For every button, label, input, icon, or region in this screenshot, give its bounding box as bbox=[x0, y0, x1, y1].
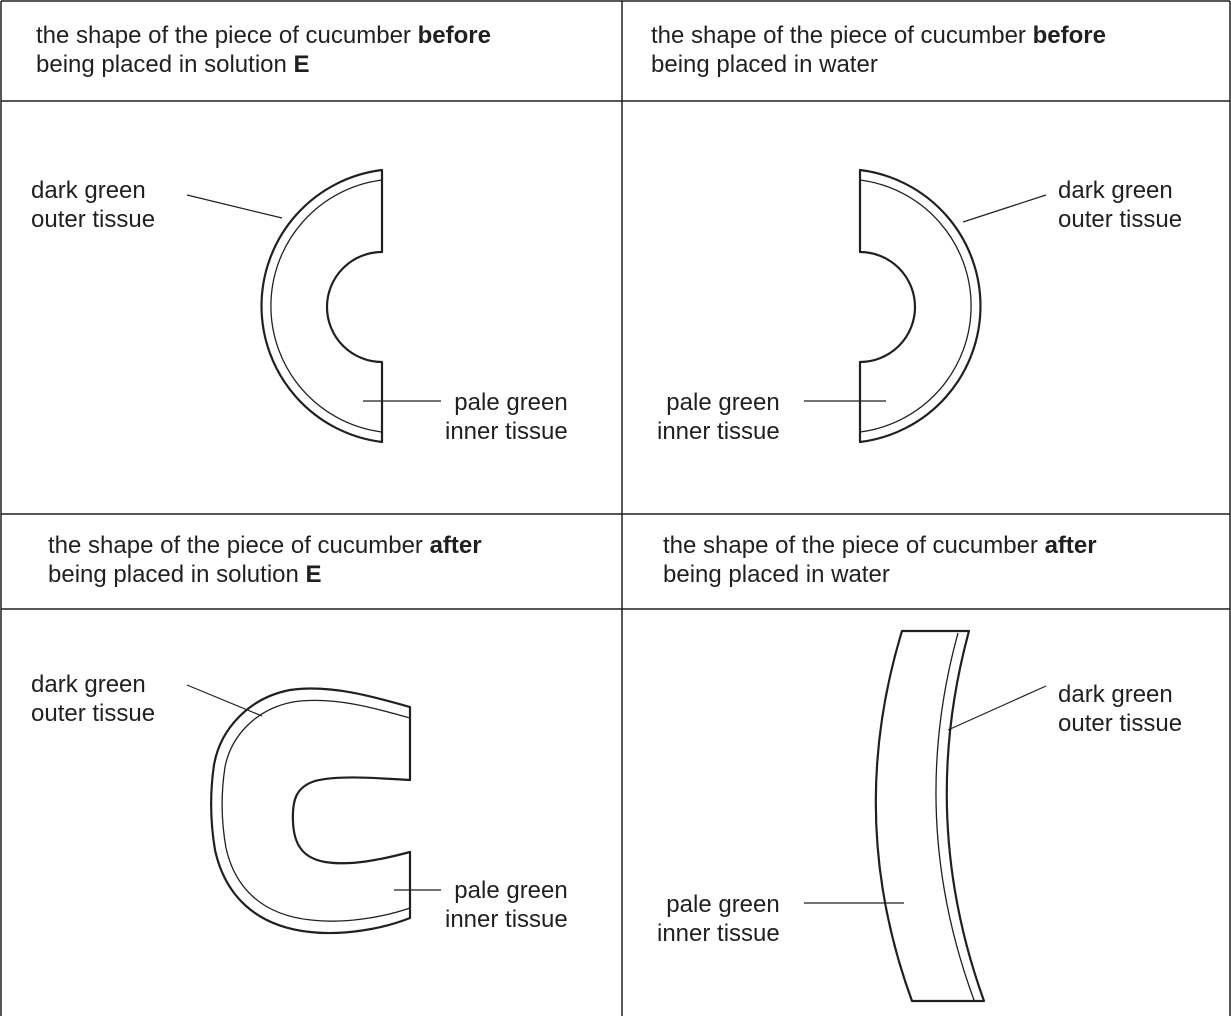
inner-tissue-label: pale green inner tissue bbox=[657, 890, 780, 948]
inner-tissue-label: pale green inner tissue bbox=[445, 876, 568, 934]
cucumber-after-solution-e bbox=[0, 0, 622, 1016]
outer-tissue-label: dark green outer tissue bbox=[31, 670, 155, 728]
outer-tissue-label: dark green outer tissue bbox=[1058, 680, 1182, 738]
cucumber-after-water bbox=[622, 0, 1230, 1016]
